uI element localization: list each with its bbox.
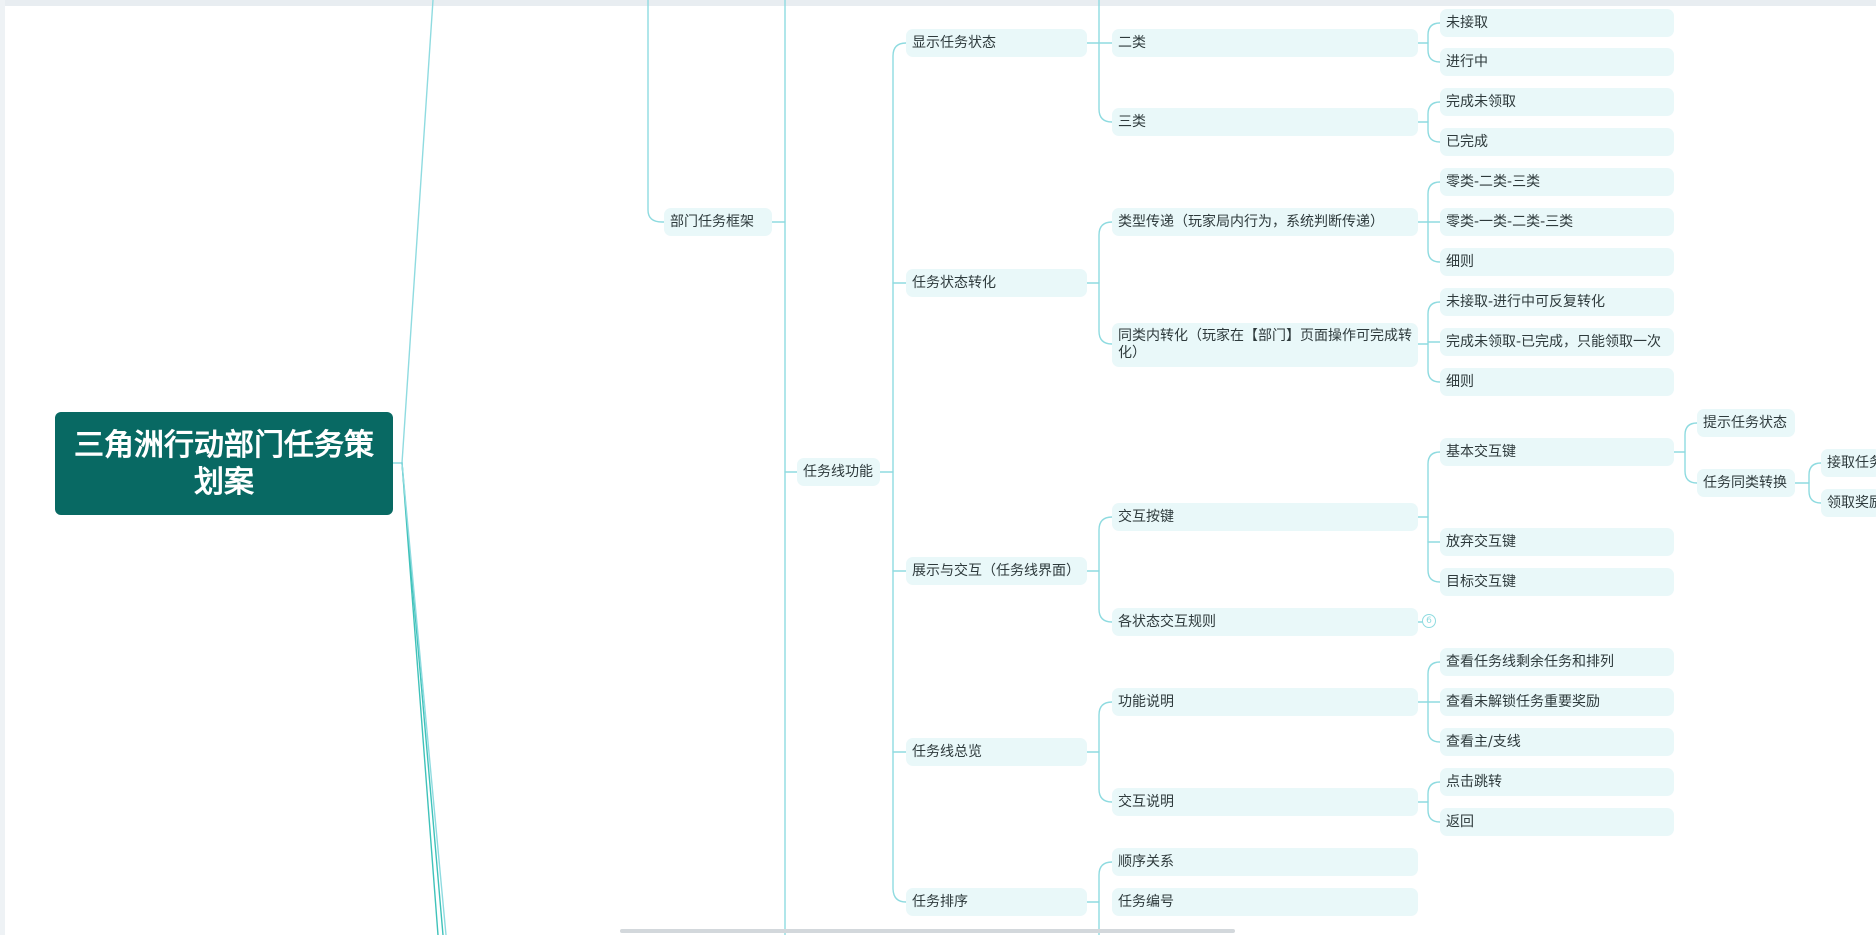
topic-interact-keys[interactable]: 交互按键 bbox=[1112, 503, 1418, 531]
level2-column bbox=[892, 42, 907, 903]
topic-task-number[interactable]: 任务编号 bbox=[1112, 888, 1418, 916]
leaf-path-b[interactable]: 零类-一类-二类-三类 bbox=[1440, 208, 1674, 236]
topic-func-desc[interactable]: 功能说明 bbox=[1112, 688, 1418, 716]
topic-type-pass[interactable]: 类型传递（玩家局内行为，系统判断传递） bbox=[1112, 208, 1418, 236]
leaf-abandon-key[interactable]: 放弃交互键 bbox=[1440, 528, 1674, 556]
leaf-claim[interactable]: 领取奖励 bbox=[1821, 489, 1876, 517]
dept-branch bbox=[647, 0, 665, 223]
leaf-done-unclaimed[interactable]: 完成未领取 bbox=[1440, 88, 1674, 116]
leaf-view-main[interactable]: 查看主/支线 bbox=[1440, 728, 1674, 756]
leaf-completed[interactable]: 已完成 bbox=[1440, 128, 1674, 156]
leaf-view-remaining[interactable]: 查看任务线剩余任务和排列 bbox=[1440, 648, 1674, 676]
topic-taskline-function[interactable]: 任务线功能 bbox=[797, 458, 880, 486]
leaf-rules-b[interactable]: 细则 bbox=[1440, 368, 1674, 396]
root-topic[interactable]: 三角洲行动部门任务策划案 bbox=[55, 412, 393, 515]
leaf-path-a[interactable]: 零类-二类-三类 bbox=[1440, 168, 1674, 196]
leaf-rules-a[interactable]: 细则 bbox=[1440, 248, 1674, 276]
topic-status-transform[interactable]: 任务状态转化 bbox=[906, 269, 1087, 297]
leaf-claim-once[interactable]: 完成未领取-已完成，只能领取一次 bbox=[1440, 328, 1674, 356]
root-trunk-up bbox=[401, 0, 434, 464]
leaf-target-key[interactable]: 目标交互键 bbox=[1440, 568, 1674, 596]
leaf-hint-status[interactable]: 提示任务状态 bbox=[1697, 409, 1795, 437]
top-border bbox=[0, 0, 1876, 6]
collapsed-count-badge[interactable]: 6 bbox=[1422, 614, 1436, 628]
leaf-accept[interactable]: 接取任务 bbox=[1821, 449, 1876, 477]
topic-state-rules[interactable]: 各状态交互规则 bbox=[1112, 608, 1418, 636]
horizontal-scrollbar[interactable] bbox=[620, 929, 1235, 933]
root-trunk-down bbox=[401, 462, 439, 935]
topic-class2[interactable]: 二类 bbox=[1112, 29, 1418, 57]
topic-sorting[interactable]: 任务排序 bbox=[906, 888, 1087, 916]
topic-interact-desc[interactable]: 交互说明 bbox=[1112, 788, 1418, 816]
leaf-go-back[interactable]: 返回 bbox=[1440, 808, 1674, 836]
topic-show-status[interactable]: 显示任务状态 bbox=[906, 29, 1087, 57]
leaf-view-rewards[interactable]: 查看未解锁任务重要奖励 bbox=[1440, 688, 1674, 716]
topic-same-class[interactable]: 同类内转化（玩家在【部门】页面操作可完成转化） bbox=[1112, 323, 1418, 367]
leaf-not-accepted[interactable]: 未接取 bbox=[1440, 9, 1674, 37]
leaf-same-convert[interactable]: 任务同类转换 bbox=[1697, 469, 1795, 497]
leaf-basic-key[interactable]: 基本交互键 bbox=[1440, 438, 1674, 466]
topic-display-interact[interactable]: 展示与交互（任务线界面） bbox=[906, 557, 1087, 585]
leaf-reversible[interactable]: 未接取-进行中可反复转化 bbox=[1440, 288, 1674, 316]
leaf-click-jump[interactable]: 点击跳转 bbox=[1440, 768, 1674, 796]
leaf-in-progress[interactable]: 进行中 bbox=[1440, 48, 1674, 76]
topic-dept-framework[interactable]: 部门任务框架 bbox=[664, 208, 772, 236]
root-trunk-down-3 bbox=[401, 462, 447, 935]
left-border bbox=[0, 0, 5, 935]
topic-class3[interactable]: 三类 bbox=[1112, 108, 1418, 136]
topic-overview[interactable]: 任务线总览 bbox=[906, 738, 1087, 766]
topic-order-relation[interactable]: 顺序关系 bbox=[1112, 848, 1418, 876]
